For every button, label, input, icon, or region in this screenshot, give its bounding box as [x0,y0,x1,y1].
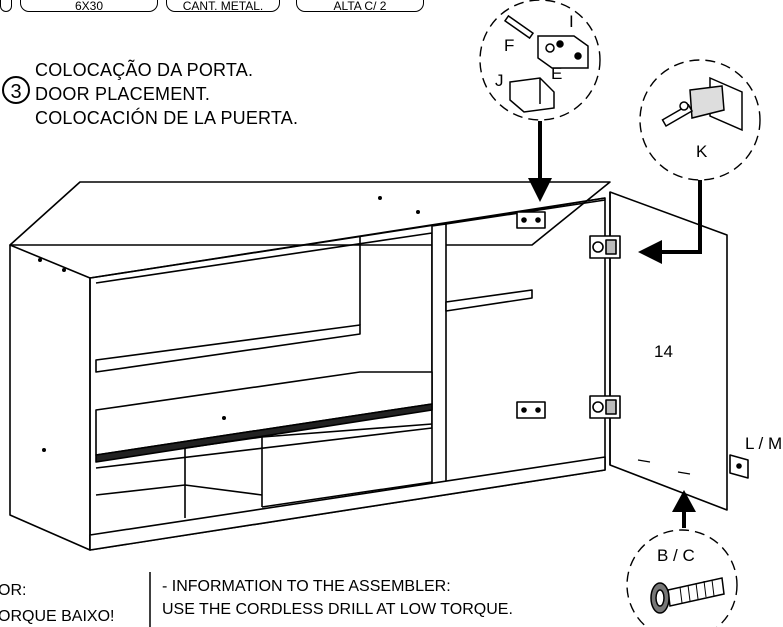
note-right-line1: - INFORMATION TO THE ASSEMBLER: [162,578,451,595]
screw-detail [650,577,725,614]
note-left-line2: ORQUE BAIXO! [0,608,115,625]
handle-part [729,454,749,479]
step-number: 3 [2,76,30,104]
step-title-es: COLOCACIÓN DE LA PUERTA. [35,108,299,128]
arrows [528,121,702,528]
callout-label-j: J [495,71,504,90]
header-pill-high: ALTA C/ 2 [296,0,424,12]
cabinet-body [9,181,728,551]
note-left-line1: OR: [0,582,27,599]
header-pill-metal-edge: CANT. METAL. [166,0,280,12]
callout-circle-screw [626,529,738,627]
step-title-en: DOOR PLACEMENT. [35,84,211,104]
callout-label-e: E [551,64,563,83]
callout-circle-hinge [639,59,761,181]
hinge-detail [661,76,743,132]
hinge-plate-top [516,211,546,229]
door-screw-marks [637,459,691,475]
hinge-plate-detail [503,14,589,113]
header-pill-stub [0,0,12,12]
door-hinge-bottom [589,395,621,419]
hinge-plate-bottom [516,401,546,419]
callout-circle-hinge-plate [479,0,601,121]
callout-label-bc: B / C [657,546,695,565]
handle-part-label: L / M [745,434,783,453]
note-right-line2: USE THE CORDLESS DRILL AT LOW TORQUE. [162,601,513,618]
header-pill-screw-size: 6X30 [20,0,158,12]
callout-label-f: F [504,36,515,55]
callout-label-k: K [696,142,708,161]
door-hinge-top [589,235,621,259]
step-title-pt: COLOCAÇÃO DA PORTA. [35,60,254,80]
door-part-number: 14 [654,342,673,361]
callout-label-i: I [569,12,574,31]
